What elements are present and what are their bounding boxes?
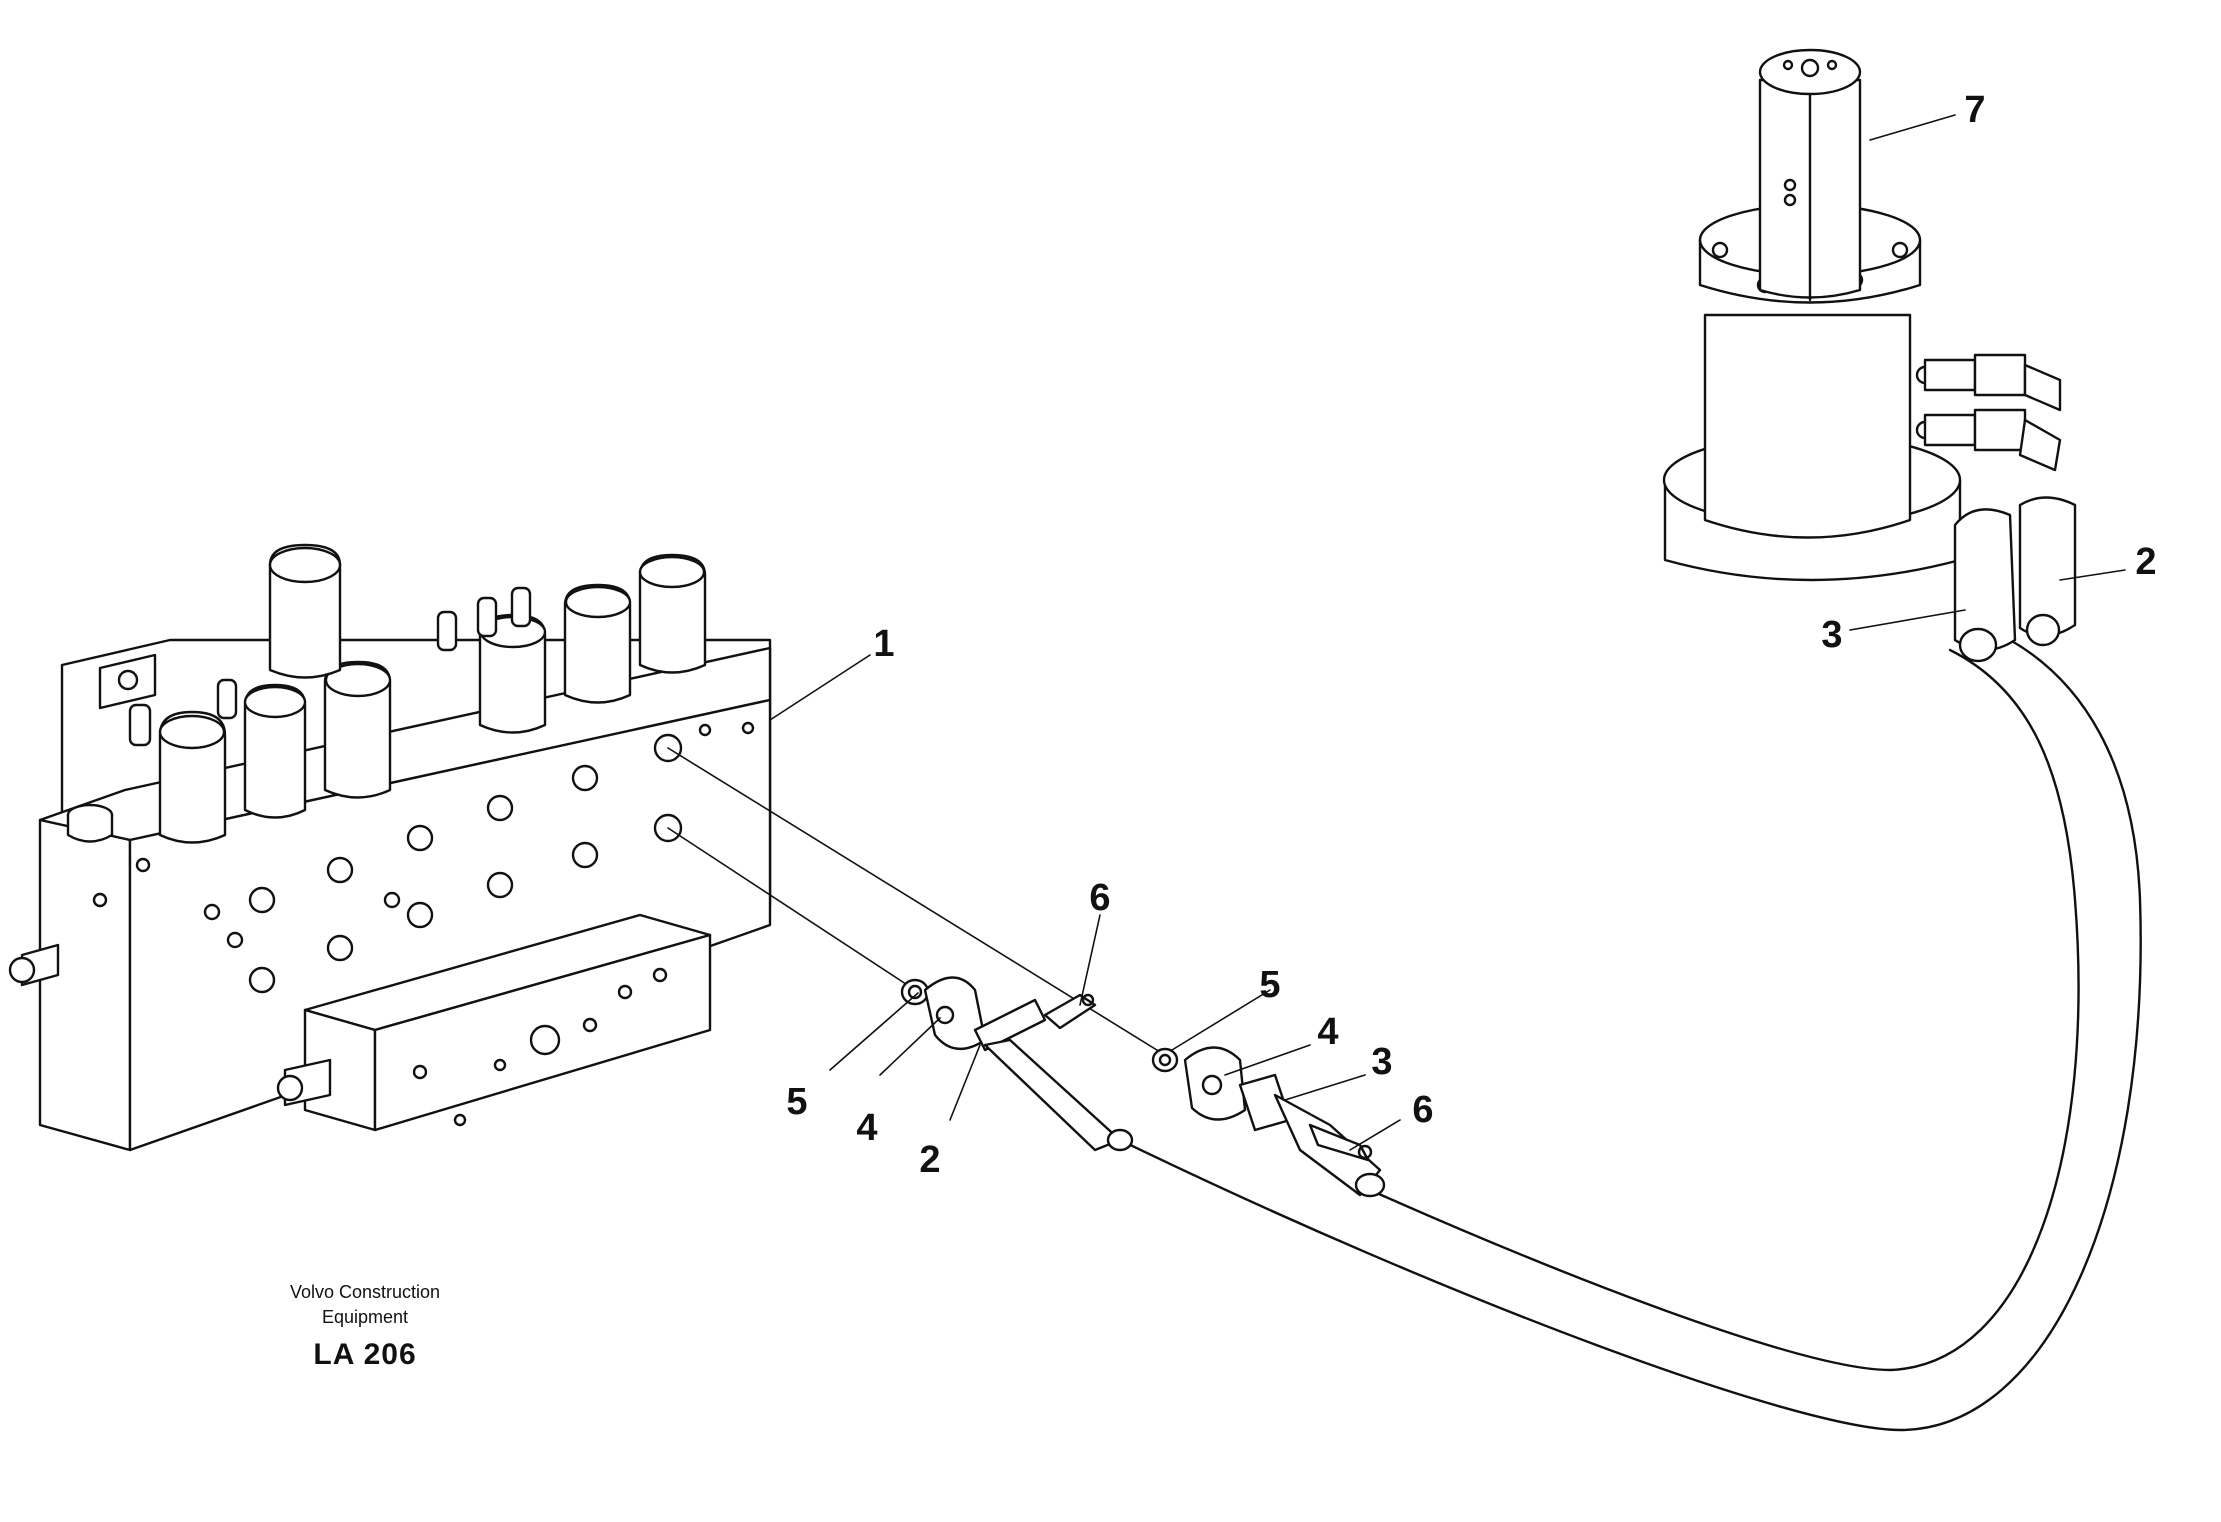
company-name-line2: Equipment — [321, 1307, 409, 1327]
solenoid-coils — [158, 543, 707, 844]
swivel-joint — [1662, 48, 2077, 663]
callout-fitting-left: 6 — [1089, 877, 1111, 919]
callout-swivel: 7 — [1964, 89, 1986, 131]
callout-seal-center: 5 — [1259, 964, 1281, 1006]
callout-hose-left: 2 — [919, 1139, 941, 1181]
center-fitting-group — [1151, 1046, 1386, 1198]
callout-fitting-center: 6 — [1412, 1089, 1434, 1131]
left-fitting-group — [900, 976, 1134, 1152]
valve-block — [8, 543, 772, 1152]
leader-lines — [769, 114, 2126, 1151]
callout-nipple-center: 4 — [1317, 1011, 1339, 1053]
hose-lines — [667, 638, 2142, 1432]
drawing-code: LA 206 — [313, 1338, 417, 1371]
valve-ports — [92, 721, 755, 994]
callout-seal-left: 5 — [786, 1081, 808, 1123]
callout-hose-top-right: 2 — [2135, 541, 2157, 583]
callout-valve-block: 1 — [873, 623, 895, 665]
callout-nipple-left: 4 — [856, 1107, 878, 1149]
callout-hose-mid-center: 3 — [1821, 614, 1843, 656]
company-name: Volvo Construction — [289, 1282, 441, 1302]
callout-hose-end-right: 3 — [1371, 1041, 1393, 1083]
